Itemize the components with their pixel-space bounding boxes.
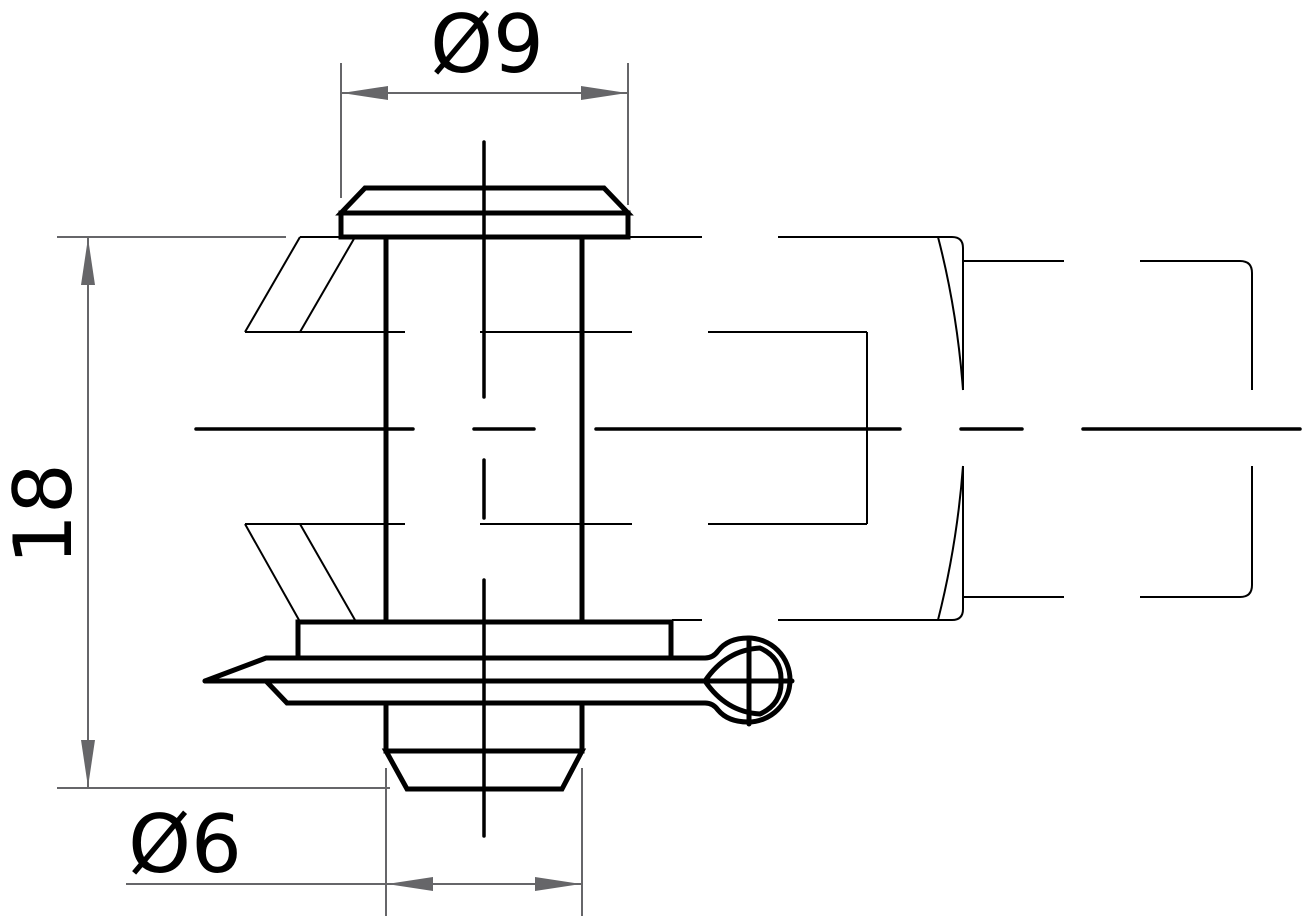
dimension-length: 18 (0, 236, 390, 789)
head-diameter-label: Ø9 (430, 0, 544, 91)
fork (244, 236, 1253, 621)
pin-shaft (381, 234, 587, 792)
cotter-pin (202, 635, 795, 727)
length-label: 18 (0, 463, 90, 565)
pin-head (335, 185, 634, 240)
dimension-head-diameter: Ø9 (340, 0, 629, 205)
dimension-shaft-diameter: Ø6 (126, 768, 583, 916)
shaft-diameter-label: Ø6 (128, 798, 242, 891)
